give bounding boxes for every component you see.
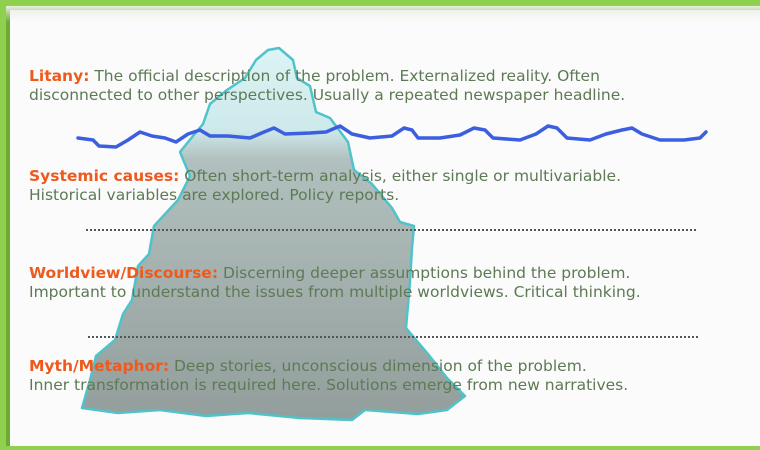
level-term: Litany:: [29, 67, 90, 85]
level-line-1: Systemic causes: Often short-term analys…: [29, 167, 760, 186]
level-line-1: Worldview/Discourse: Discerning deeper a…: [29, 264, 760, 283]
level-systemic-causes: Systemic causes: Often short-term analys…: [29, 167, 760, 205]
level-myth-metaphor: Myth/Metaphor: Deep stories, unconscious…: [29, 357, 760, 395]
iceberg-shape: [80, 46, 467, 422]
level-description-continued: Historical variables are explored. Polic…: [29, 186, 400, 204]
level-term: Myth/Metaphor:: [29, 357, 170, 375]
water-line: [76, 124, 708, 149]
top-shadow: [6, 6, 760, 22]
level-worldview-discourse: Worldview/Discourse: Discerning deeper a…: [29, 264, 760, 302]
level-description-continued: Important to understand the issues from …: [29, 283, 641, 301]
level-description: The official description of the problem.…: [89, 67, 600, 85]
divider-dotted-1: [86, 229, 696, 231]
level-description-continued: Inner transformation is required here. S…: [29, 376, 629, 394]
divider-dotted-2: [88, 336, 698, 338]
level-description: Often short-term analysis, either single…: [179, 167, 622, 185]
level-litany: Litany: The official description of the …: [29, 67, 760, 105]
level-term: Systemic causes:: [29, 167, 180, 185]
level-description: Discerning deeper assumptions behind the…: [218, 264, 631, 282]
level-description: Deep stories, unconscious dimension of t…: [169, 357, 587, 375]
level-term: Worldview/Discourse:: [29, 264, 219, 282]
level-description-continued: disconnected to other perspectives. Usua…: [29, 86, 626, 104]
level-line-1: Myth/Metaphor: Deep stories, unconscious…: [29, 357, 760, 376]
level-line-1: Litany: The official description of the …: [29, 67, 760, 86]
